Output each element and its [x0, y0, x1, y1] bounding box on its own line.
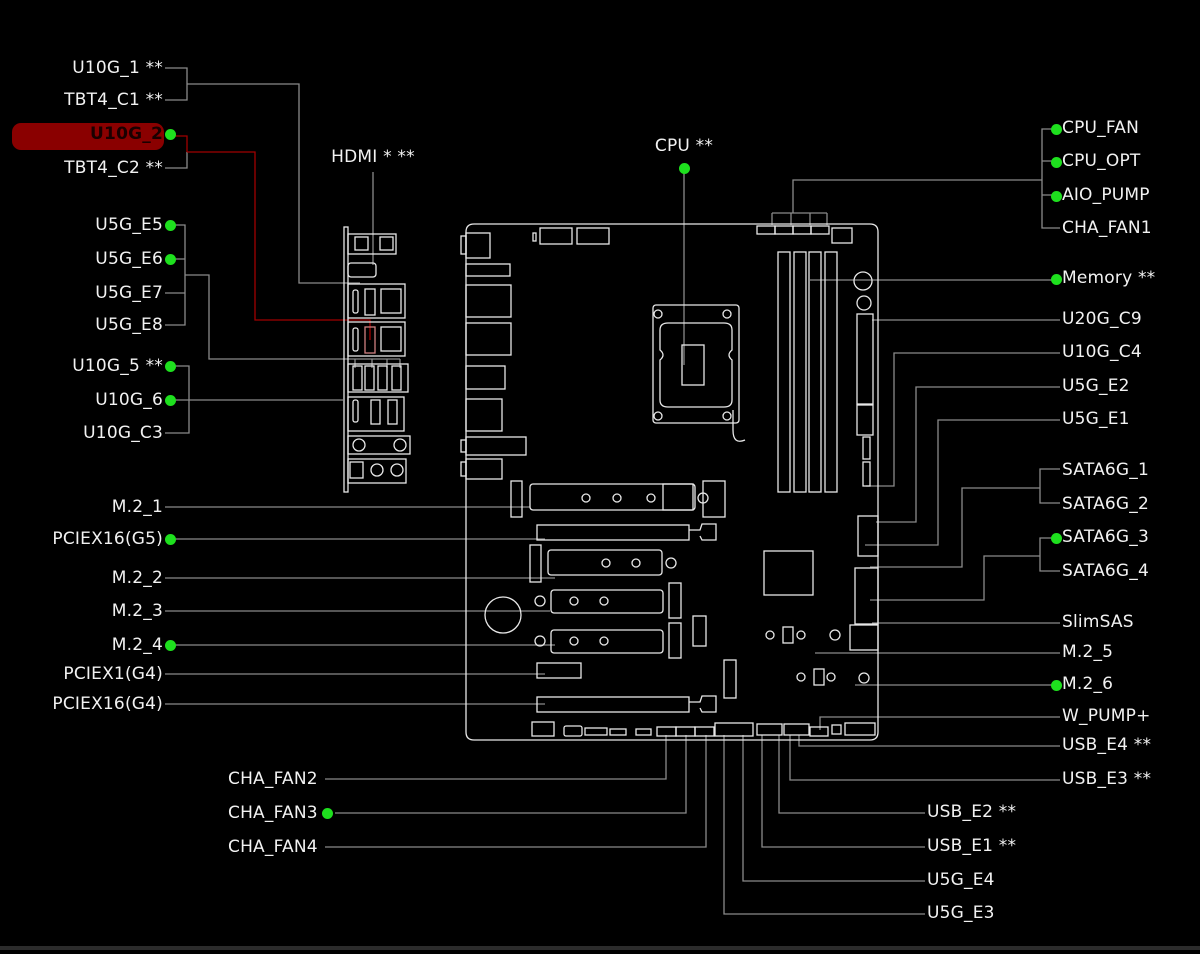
lead-u5g-e4 — [742, 735, 925, 882]
label-tbt4-c2[interactable]: TBT4_C2 ** — [64, 158, 163, 178]
label-cpu-opt[interactable]: CPU_OPT — [1062, 151, 1141, 171]
label-cha-fan4[interactable]: CHA_FAN4 — [228, 837, 318, 857]
label-cpu-fan[interactable]: CPU_FAN — [1062, 118, 1140, 138]
lead-usb-e1 — [761, 735, 925, 848]
cpu-socket — [652, 304, 746, 442]
label-memory[interactable]: Memory ** — [1062, 268, 1156, 288]
label-sata6g-4[interactable]: SATA6G_4 — [1062, 561, 1150, 581]
label-m2-3[interactable]: M.2_3 — [111, 601, 163, 621]
lead-u5g-e1 — [865, 419, 1060, 546]
label-m2-6[interactable]: M.2_6 — [1062, 674, 1114, 694]
label-slimsas[interactable]: SlimSAS — [1062, 612, 1134, 632]
status-dot-u5g-e6 — [165, 254, 176, 265]
label-hdmi[interactable]: HDMI * ** — [331, 147, 415, 167]
status-dot-cha-fan3 — [322, 808, 333, 819]
status-dot-m2-4 — [165, 640, 176, 651]
label-u20g-c9[interactable]: U20G_C9 — [1062, 309, 1142, 329]
label-usb-e4[interactable]: USB_E4 ** — [1062, 735, 1152, 755]
lead-w-pump — [819, 716, 1060, 730]
label-m2-5[interactable]: M.2_5 — [1062, 642, 1114, 662]
label-cha-fan2[interactable]: CHA_FAN2 — [228, 769, 318, 789]
label-pciex16-g4[interactable]: PCIEX16(G4) — [52, 694, 163, 714]
label-w-pump[interactable]: W_PUMP+ — [1062, 706, 1151, 726]
leader-lines — [165, 67, 1060, 915]
label-m2-4[interactable]: M.2_4 — [111, 635, 163, 655]
label-u5g-e4[interactable]: U5G_E4 — [927, 870, 995, 890]
label-u5g-e5[interactable]: U5G_E5 — [95, 215, 163, 235]
lead-u5g-e2 — [876, 386, 1060, 523]
status-dot-memory — [1051, 274, 1062, 285]
label-u10g-5[interactable]: U10G_5 ** — [72, 356, 163, 376]
lead-cha-fan2 — [325, 735, 667, 780]
lead-fan-group — [771, 128, 1060, 229]
label-sata6g-3[interactable]: SATA6G_3 — [1062, 527, 1150, 547]
lead-u5g-e5-e8 — [165, 224, 186, 326]
lead-u10g-2-port — [187, 151, 371, 340]
lead-usb-e3 — [789, 735, 1060, 781]
label-u10g-c3[interactable]: U10G_C3 — [83, 423, 163, 443]
status-dot-u10g-2 — [165, 129, 176, 140]
label-u5g-e1[interactable]: U5G_E1 — [1062, 409, 1130, 429]
label-sata6g-1[interactable]: SATA6G_1 — [1062, 460, 1150, 480]
label-usb-e2[interactable]: USB_E2 ** — [927, 802, 1017, 822]
lead-usb-e4 — [798, 735, 1060, 747]
status-dot-u10g-5 — [165, 361, 176, 372]
label-u5g-e7[interactable]: U5G_E7 — [95, 283, 163, 303]
label-u10g-c4[interactable]: U10G_C4 — [1062, 342, 1142, 362]
label-usb-e3[interactable]: USB_E3 ** — [1062, 769, 1152, 789]
status-dot-cpu — [679, 163, 690, 174]
label-cpu[interactable]: CPU ** — [654, 136, 714, 156]
label-u10g-6[interactable]: U10G_6 — [95, 390, 163, 410]
status-dot-pciex16-g5 — [165, 534, 176, 545]
label-sata6g-2[interactable]: SATA6G_2 — [1062, 494, 1150, 514]
label-u5g-e8[interactable]: U5G_E8 — [95, 315, 163, 335]
status-dot-cpu-opt — [1051, 157, 1062, 168]
lead-tbt4-c2 — [165, 152, 188, 169]
lead-u5g-e3 — [723, 735, 925, 915]
status-dot-u5g-e5 — [165, 220, 176, 231]
lead-u10g-c4 — [866, 352, 1060, 487]
status-dot-u10g-6 — [165, 395, 176, 406]
lead-tbt4-c1-group — [187, 83, 360, 284]
status-dot-cpu-fan — [1051, 124, 1062, 135]
lead-cha-fan3 — [335, 735, 687, 814]
status-dot-aio-pump — [1051, 191, 1062, 202]
status-dot-m2-6 — [1051, 680, 1062, 691]
motherboard — [343, 223, 879, 741]
label-cha-fan1[interactable]: CHA_FAN1 — [1062, 218, 1152, 238]
selected-highlight — [12, 123, 164, 150]
board-outline — [465, 223, 879, 741]
lead-sata-1-2 — [870, 468, 1060, 568]
label-m2-2[interactable]: M.2_2 — [111, 568, 163, 588]
label-u5g-e6[interactable]: U5G_E6 — [95, 249, 163, 269]
lead-u10g-1 — [165, 67, 188, 101]
label-u5g-e2[interactable]: U5G_E2 — [1062, 376, 1130, 396]
label-pciex16-g5[interactable]: PCIEX16(G5) — [52, 529, 163, 549]
lead-sata-3-4 — [870, 537, 1060, 601]
label-u5g-e3[interactable]: U5G_E3 — [927, 903, 995, 923]
lead-usb-e2 — [778, 735, 925, 814]
lead-u10g-2 — [175, 135, 188, 152]
label-cha-fan3[interactable]: CHA_FAN3 — [228, 803, 318, 823]
label-usb-e1[interactable]: USB_E1 ** — [927, 836, 1017, 856]
label-m2-1[interactable]: M.2_1 — [111, 497, 163, 517]
bottom-strip — [0, 946, 1200, 950]
rear-io-panel — [343, 226, 411, 493]
label-pciex1-g4[interactable]: PCIEX1(G4) — [63, 664, 163, 684]
lead-cha-fan4 — [325, 735, 707, 848]
label-u10g-2[interactable]: U10G_2 — [90, 124, 163, 144]
label-tbt4-c1[interactable]: TBT4_C1 ** — [64, 90, 163, 110]
label-aio-pump[interactable]: AIO_PUMP — [1062, 185, 1150, 205]
label-u10g-1[interactable]: U10G_1 ** — [72, 58, 163, 78]
status-dot-sata6g-3 — [1051, 533, 1062, 544]
